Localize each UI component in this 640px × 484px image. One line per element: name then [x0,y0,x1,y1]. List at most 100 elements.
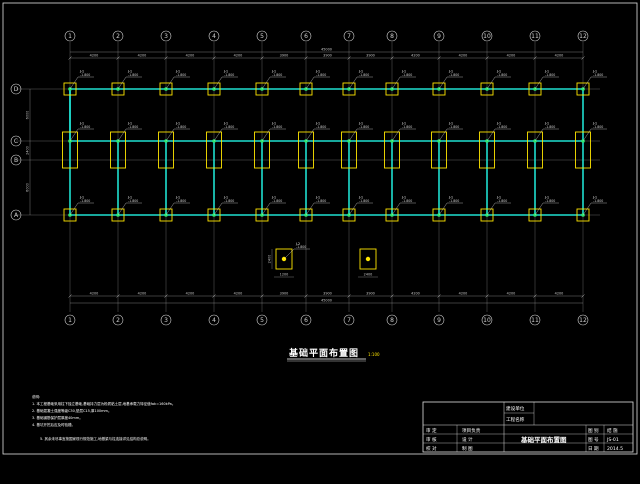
footing-C-5 [254,131,270,169]
footing-C-9 [431,131,447,169]
detail-footing-2-column [365,256,371,262]
leader-C-5 [261,128,271,142]
footing-A-7 [342,208,356,222]
dim-top-bay-11: 4200 [555,54,564,58]
footing-C-7 [341,131,357,169]
dim-tick-bottom-6 [304,294,308,298]
leader-C-1 [69,128,79,142]
dim-top-bay-2: 4200 [138,54,147,58]
axis-label-top-6: 6 [304,33,308,40]
axis-bubble-bottom-2 [112,314,124,326]
axis-label-bottom-10: 10 [483,317,491,324]
dim-bottom-bay-5: 3900 [280,292,289,296]
tb-r3c4: 2014.5 [607,446,623,452]
axis-label-row-D: D [14,86,19,93]
footing-elev-C-12: -1.800 [593,125,603,129]
dim-tick-bottom-10 [485,294,489,298]
footing-elev-C-8: -1.800 [402,125,412,129]
leader-D-9 [438,76,448,90]
tb-project-label: 建设单位 [506,405,525,412]
axis-bubble-top-5 [256,30,268,42]
sheet-border [2,2,638,455]
footing-elev-C-3: -1.800 [176,125,186,129]
dim-bottom-bay-1: 4200 [90,292,99,296]
footing-elev-A-9: -1.800 [449,199,459,203]
footing-tag-C-7: J-1 [358,122,363,126]
axis-bubble-top-10 [481,30,493,42]
footing-tag-D-5: J-1 [271,70,276,74]
footing-elev-C-7: -1.800 [359,125,369,129]
footing-elev-D-8: -1.800 [402,73,412,77]
dim-bottom-bay-6: 3900 [323,292,332,296]
footing-tag-A-1: J-1 [79,196,84,200]
axis-bubble-bottom-1 [64,314,76,326]
leader-D-8 [391,76,401,90]
footing-A-12 [576,208,590,222]
footing-tag-A-2: J-1 [127,196,132,200]
leader-A-8 [391,202,401,216]
leader-D-3 [165,76,175,90]
footing-A-2 [111,208,125,222]
detail-footing-1-tag: J-2 [295,242,300,246]
tb-r1c1: 审 定 [426,427,437,434]
tb-r3c1: 校 对 [426,445,437,452]
footing-C-1 [62,131,78,169]
axis-bubble-row-D [10,83,22,95]
footing-elev-A-12: -1.800 [593,199,603,203]
leader-A-10 [486,202,496,216]
dim-tick-top-10 [485,56,489,60]
dim-bottom-bay-10: 4200 [507,292,516,296]
dim-left-DC: 6000 [26,111,30,120]
dim-tick-top-4 [212,56,216,60]
footing-tag-C-2: J-1 [127,122,132,126]
axis-label-top-11: 11 [531,33,539,40]
axis-bubble-bottom-11 [529,314,541,326]
axis-label-bottom-11: 11 [531,317,539,324]
axis-bubble-top-4 [208,30,220,42]
footing-elev-C-9: -1.800 [449,125,459,129]
general-notes: 说明: 1. 本工程基础采用柱下独立基础,基础持力层为粉质粘土层,地基承载力特征… [32,394,175,441]
footing-tag-A-9: J-1 [448,196,453,200]
footing-tag-A-11: J-1 [544,196,549,200]
detail-footing-1-leader [283,248,295,260]
footing-tag-D-2: J-1 [127,70,132,74]
footing-elev-C-2: -1.800 [128,125,138,129]
footing-elev-A-4: -1.800 [224,199,234,203]
leader-A-12 [582,202,592,216]
footing-tag-C-8: J-1 [401,122,406,126]
title-block: 建设单位 工程名称 审 定 项目负责 图 别 结 施 审 核 设 计 图 号 J… [422,401,634,453]
leader-C-8 [391,128,401,142]
footing-tag-D-9: J-1 [448,70,453,74]
footing-tag-D-4: J-1 [223,70,228,74]
axis-label-bottom-8: 8 [390,317,394,324]
footing-A-6 [299,208,313,222]
footing-D-7 [342,82,356,96]
footing-tag-D-10: J-1 [496,70,501,74]
footing-elev-D-2: -1.800 [128,73,138,77]
leader-D-2 [117,76,127,90]
footing-tag-C-11: J-1 [544,122,549,126]
footing-elev-A-10: -1.800 [497,199,507,203]
footing-elev-A-11: -1.800 [545,199,555,203]
dim-top-bay-4: 4200 [234,54,243,58]
note-line-2: 2. 基础混凝土强度等级C30,垫层C15,厚100mm。 [32,408,111,413]
tb-sub-label: 工程名称 [506,416,525,423]
axis-label-bottom-6: 6 [304,317,308,324]
dim-tick-bottom-2 [116,294,120,298]
footing-tag-A-5: J-1 [271,196,276,200]
axis-bubble-top-12 [577,30,589,42]
footing-A-3 [159,208,173,222]
dim-top-bay-6: 3900 [323,54,332,58]
footing-elev-D-11: -1.800 [545,73,555,77]
dim-bottom-bay-11: 4200 [555,292,564,296]
footing-tag-C-1: J-1 [79,122,84,126]
footing-elev-D-1: -1.800 [80,73,90,77]
footing-tag-D-11: J-1 [544,70,549,74]
footing-elev-D-5: -1.800 [272,73,282,77]
footing-elev-C-11: -1.800 [545,125,555,129]
footing-elev-A-3: -1.800 [176,199,186,203]
dim-bottom-bay-4: 4200 [234,292,243,296]
